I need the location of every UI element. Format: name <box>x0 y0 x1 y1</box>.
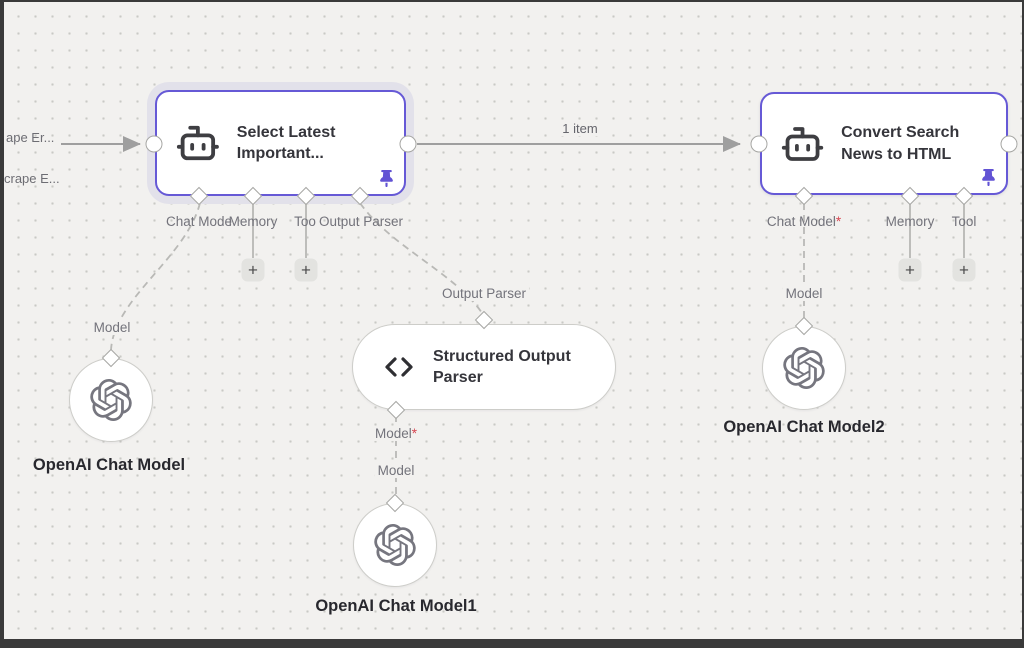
model-middle-port-label: Model <box>374 463 418 478</box>
edge-count-label: 1 item <box>560 121 600 136</box>
node-openai-chat-model2[interactable] <box>762 326 846 410</box>
agent1-outputparser-label: Output Parser <box>318 214 404 229</box>
pinned-data-icon[interactable] <box>380 170 393 187</box>
agent1-memory-label: Memory <box>228 214 278 229</box>
offscreen-node-label-bottom: crape E... <box>4 171 60 186</box>
node-title: Convert Search News to HTML <box>841 124 960 163</box>
parser-input-label: Output Parser <box>438 286 530 301</box>
agent1-tool-label: Too <box>294 214 316 229</box>
add-memory-button[interactable]: + <box>898 258 922 282</box>
node-openai-chat-model1[interactable] <box>353 503 437 587</box>
required-asterisk: * <box>835 214 842 229</box>
model-right-port-label: Model <box>782 286 826 301</box>
node-name-label: OpenAI Chat Model1 <box>315 597 477 615</box>
node-structured-output-parser[interactable]: Structured Output Parser <box>352 324 616 410</box>
node-title: Structured Output Parser <box>433 347 571 386</box>
node-convert-search-news[interactable]: Convert Search News to HTML <box>760 92 1008 195</box>
edge-agent1-chatmodel[interactable] <box>110 202 201 351</box>
add-memory-button[interactable]: + <box>241 258 265 282</box>
agent1-input-port[interactable] <box>145 135 163 153</box>
agent2-output-port[interactable] <box>1000 135 1018 153</box>
robot-icon <box>781 126 824 161</box>
node-openai-chat-model[interactable] <box>69 358 153 442</box>
code-icon <box>385 357 413 377</box>
agent2-chatmodel-text: Chat Model <box>766 214 836 229</box>
pinned-data-icon[interactable] <box>982 169 995 186</box>
node-name-label: OpenAI Chat Model2 <box>723 418 885 436</box>
model-left-port-label: Model <box>90 320 134 335</box>
add-tool-button[interactable]: + <box>952 258 976 282</box>
agent2-chatmodel-label: Chat Model* <box>767 214 841 229</box>
workflow-canvas[interactable]: ape Er... crape E... 1 item Select Lates… <box>4 2 1022 639</box>
offscreen-node-label-top: ape Er... <box>6 130 55 145</box>
node-name-label: OpenAI Chat Model <box>32 456 186 474</box>
parser-model-label: Model* <box>371 426 421 441</box>
openai-logo-icon <box>374 524 416 566</box>
add-tool-button[interactable]: + <box>294 258 318 282</box>
parser-model-text: Model <box>374 426 412 441</box>
openai-logo-icon <box>783 347 825 389</box>
agent2-memory-label: Memory <box>885 214 935 229</box>
robot-icon <box>176 125 219 161</box>
openai-logo-icon <box>90 379 132 421</box>
node-select-latest-important[interactable]: Select Latest Important... <box>155 90 406 196</box>
required-asterisk: * <box>411 426 418 441</box>
agent2-input-port[interactable] <box>750 135 768 153</box>
agent1-output-port[interactable] <box>399 135 417 153</box>
agent2-tool-label: Tool <box>951 214 977 229</box>
agent1-chatmodel-label: Chat Mode <box>165 214 233 229</box>
node-title: Select Latest Important... <box>236 123 336 162</box>
